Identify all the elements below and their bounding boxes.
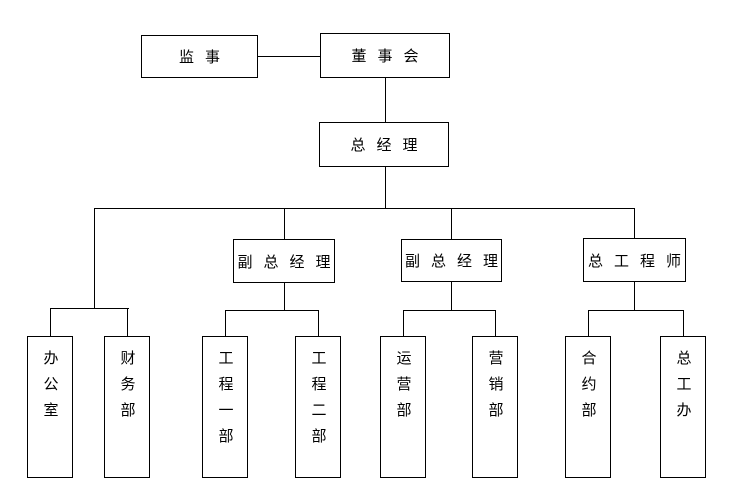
edge-to-office — [50, 308, 51, 337]
subline-chief-engineer — [588, 310, 684, 311]
node-finance-dept-label: 财务部 — [118, 350, 136, 428]
node-marketing-dept: 营销部 — [472, 336, 518, 478]
edge-to-marketing-dept — [495, 310, 496, 337]
node-chief-engineer-office-label: 总工办 — [674, 350, 692, 428]
edge-to-finance-dept — [127, 308, 128, 337]
node-engineering-dept-2: 工程二部 — [295, 336, 341, 478]
edge-mainline-left-group — [94, 208, 95, 309]
node-deputy-gm-2: 副总经理 — [401, 239, 502, 282]
node-marketing-dept-label: 营销部 — [486, 350, 504, 428]
node-deputy-gm-1: 副总经理 — [233, 239, 335, 283]
edge-mainline-deputy-gm-1 — [284, 208, 285, 239]
node-operations-dept: 运营部 — [380, 336, 426, 478]
edge-mainline-chief-engineer — [634, 208, 635, 238]
node-engineering-dept-1-label: 工程一部 — [216, 350, 234, 454]
node-office: 办公室 — [27, 336, 73, 478]
node-contract-dept: 合约部 — [565, 336, 611, 478]
subline-deputy-gm-2 — [403, 310, 496, 311]
node-general-manager-label: 总经理 — [350, 137, 429, 154]
node-operations-dept-label: 运营部 — [394, 350, 412, 428]
node-general-manager: 总经理 — [319, 122, 449, 167]
node-finance-dept: 财务部 — [104, 336, 150, 478]
edge-deputy-gm-2-subline — [451, 282, 452, 311]
edge-to-engineering-dept-2 — [318, 310, 319, 337]
edge-gm-mainline — [385, 167, 386, 209]
node-chief-engineer-office: 总工办 — [660, 336, 706, 478]
edge-supervisor-board — [258, 56, 320, 57]
subline-deputy-gm-1 — [225, 310, 319, 311]
edge-chief-engineer-subline — [634, 282, 635, 311]
node-office-label: 办公室 — [41, 350, 59, 428]
node-board-label: 董事会 — [351, 48, 430, 65]
node-contract-dept-label: 合约部 — [579, 350, 597, 428]
subline-left-group — [50, 308, 129, 309]
edge-board-gm — [385, 78, 386, 122]
node-deputy-gm-1-label: 副总经理 — [237, 253, 342, 271]
edge-deputy-gm-1-subline — [284, 282, 285, 311]
main-distribution-line — [94, 208, 635, 209]
node-supervisor: 监事 — [141, 35, 258, 78]
edge-to-engineering-dept-1 — [225, 310, 226, 337]
node-chief-engineer-label: 总工程师 — [587, 252, 692, 270]
node-engineering-dept-1: 工程一部 — [202, 336, 248, 478]
node-supervisor-label: 监事 — [178, 49, 231, 66]
edge-to-contract-dept — [588, 310, 589, 337]
node-board: 董事会 — [320, 33, 450, 78]
node-deputy-gm-2-label: 副总经理 — [404, 253, 509, 270]
node-chief-engineer: 总工程师 — [583, 238, 686, 282]
node-engineering-dept-2-label: 工程二部 — [309, 350, 327, 454]
edge-to-chief-engineer-office — [683, 310, 684, 337]
edge-to-operations-dept — [403, 310, 404, 337]
edge-mainline-deputy-gm-2 — [451, 208, 452, 239]
